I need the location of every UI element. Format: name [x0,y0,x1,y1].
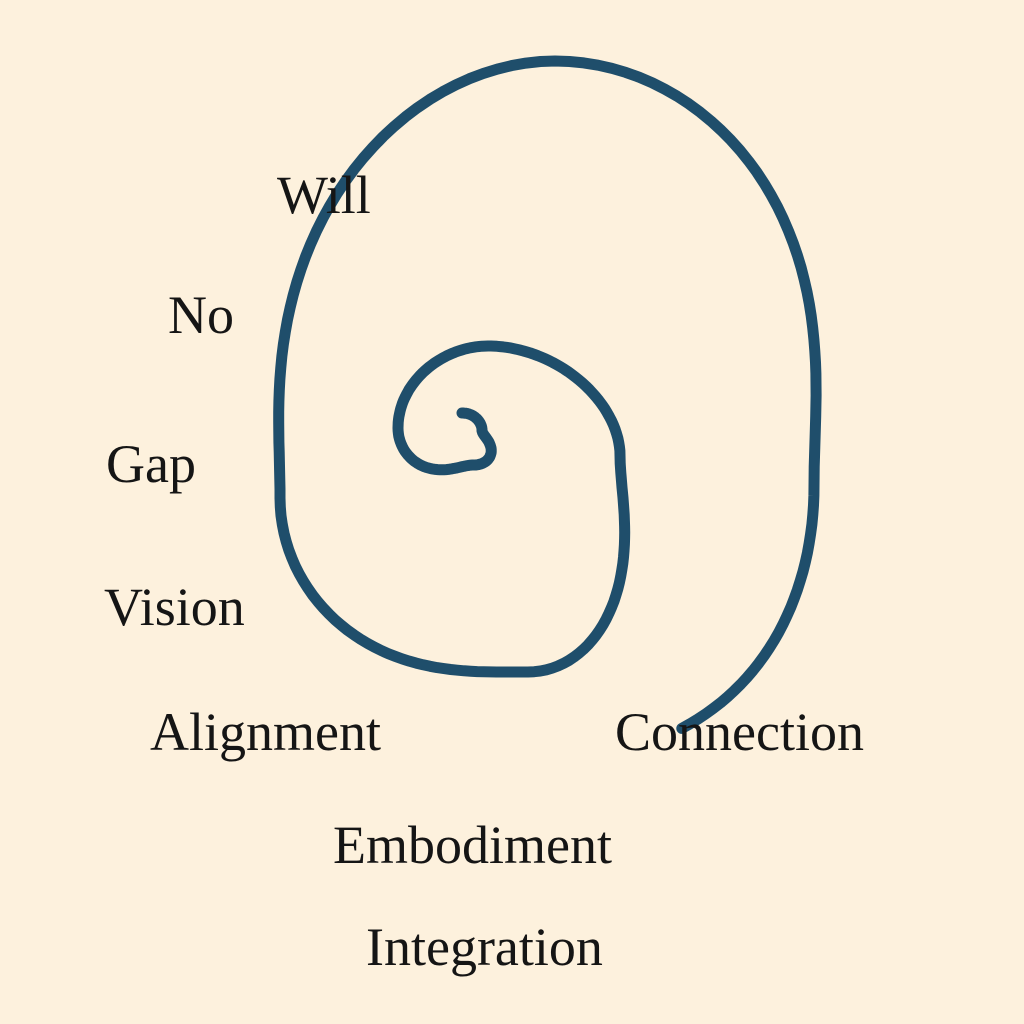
label-alignment: Alignment [150,702,381,762]
label-no: No [168,285,234,345]
label-integration: Integration [366,917,603,977]
label-connection: Connection [615,702,864,762]
label-will: Will [277,165,371,225]
spiral-line [273,55,822,734]
label-embodiment: Embodiment [333,815,612,875]
label-gap: Gap [106,434,196,494]
label-vision: Vision [104,577,245,637]
